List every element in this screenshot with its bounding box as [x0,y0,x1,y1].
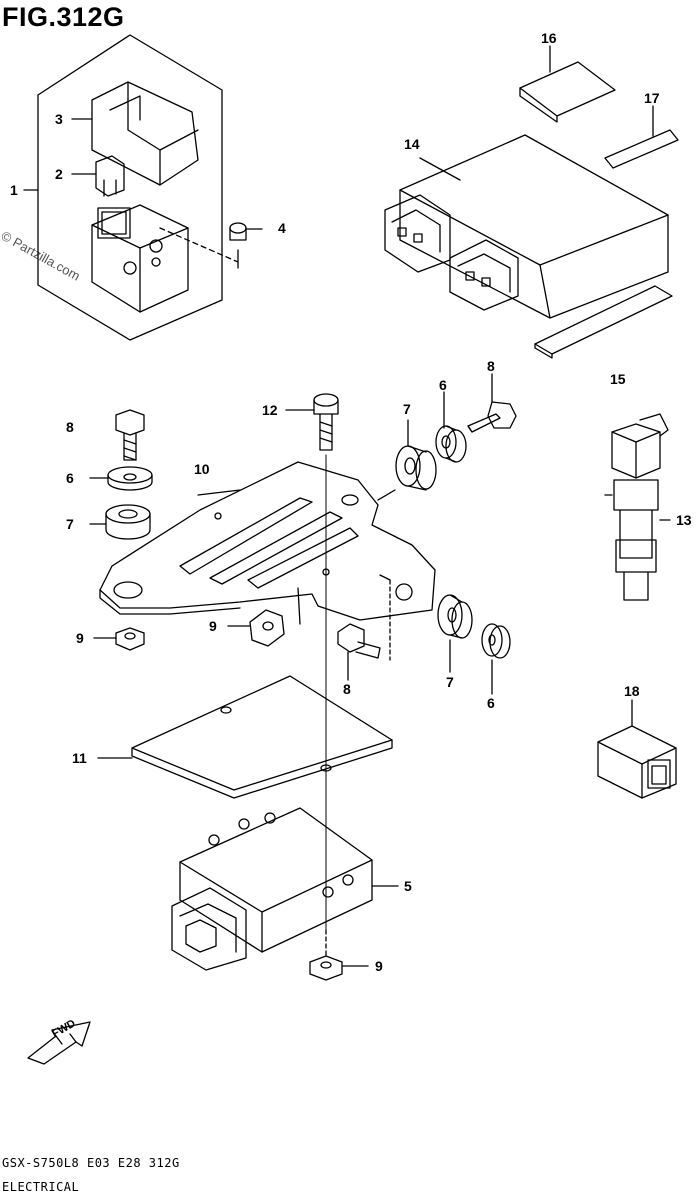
callout-6-upper: 6 [439,377,447,393]
callout-6-lower: 6 [487,695,495,711]
callout-5: 5 [404,878,412,894]
callout-16: 16 [541,30,557,46]
pad-15 [534,285,673,359]
pad-17 [604,105,679,169]
grommet-7-upper [395,445,437,491]
callout-9-middle: 9 [209,618,217,634]
figure-title: FIG.312G [2,2,125,32]
bolt-8-upper [467,401,517,433]
fuse [95,155,125,197]
pad-16 [519,45,616,123]
ecm-unit [384,134,669,319]
fwd-arrow [27,1021,91,1065]
insulator-pad-11 [131,675,393,799]
sensor-13 [611,413,669,601]
callout-7-left: 7 [66,516,74,532]
bolt-8-left [115,409,145,461]
regulator-5 [171,807,373,971]
connector-18 [597,725,677,799]
grommet-7-lower [437,594,473,639]
bolt-8-lower [337,623,381,659]
callout-14: 14 [404,136,420,152]
nut-9-left [115,627,145,651]
callout-15: 15 [610,371,626,387]
footer-model-code: GSX-S750L8 E03 E28 312G [2,1156,180,1170]
callout-7-lower: 7 [446,674,454,690]
callout-4: 4 [278,220,286,236]
washer-6-left [107,466,153,491]
callout-18: 18 [624,683,640,699]
nut-9-middle [249,609,285,647]
footer-section-name: ELECTRICAL [2,1180,80,1194]
callout-8-left: 8 [66,419,74,435]
callout-10: 10 [194,461,210,477]
callout-8-lower: 8 [343,681,351,697]
relay-cover [91,81,199,186]
screw [159,222,263,269]
callout-12: 12 [262,402,278,418]
washer-6-upper [435,425,467,463]
callout-8-upper: 8 [487,358,495,374]
callout-17: 17 [644,90,660,106]
grommet-7-left [105,504,151,540]
washer-6-lower [481,623,511,659]
callout-2: 2 [55,166,63,182]
callout-6-left: 6 [66,470,74,486]
callout-9-left: 9 [76,630,84,646]
bolt-12 [285,393,339,931]
callout-3: 3 [55,111,63,127]
nut-9-bottom [309,955,343,981]
starter-relay [91,204,189,313]
callout-9-bottom: 9 [375,958,383,974]
callout-7-upper: 7 [403,401,411,417]
callout-11: 11 [72,750,87,766]
bracket-10 [99,461,436,621]
callout-13: 13 [676,512,692,528]
callout-1: 1 [10,182,18,198]
relay-assembly-frame [23,34,223,341]
